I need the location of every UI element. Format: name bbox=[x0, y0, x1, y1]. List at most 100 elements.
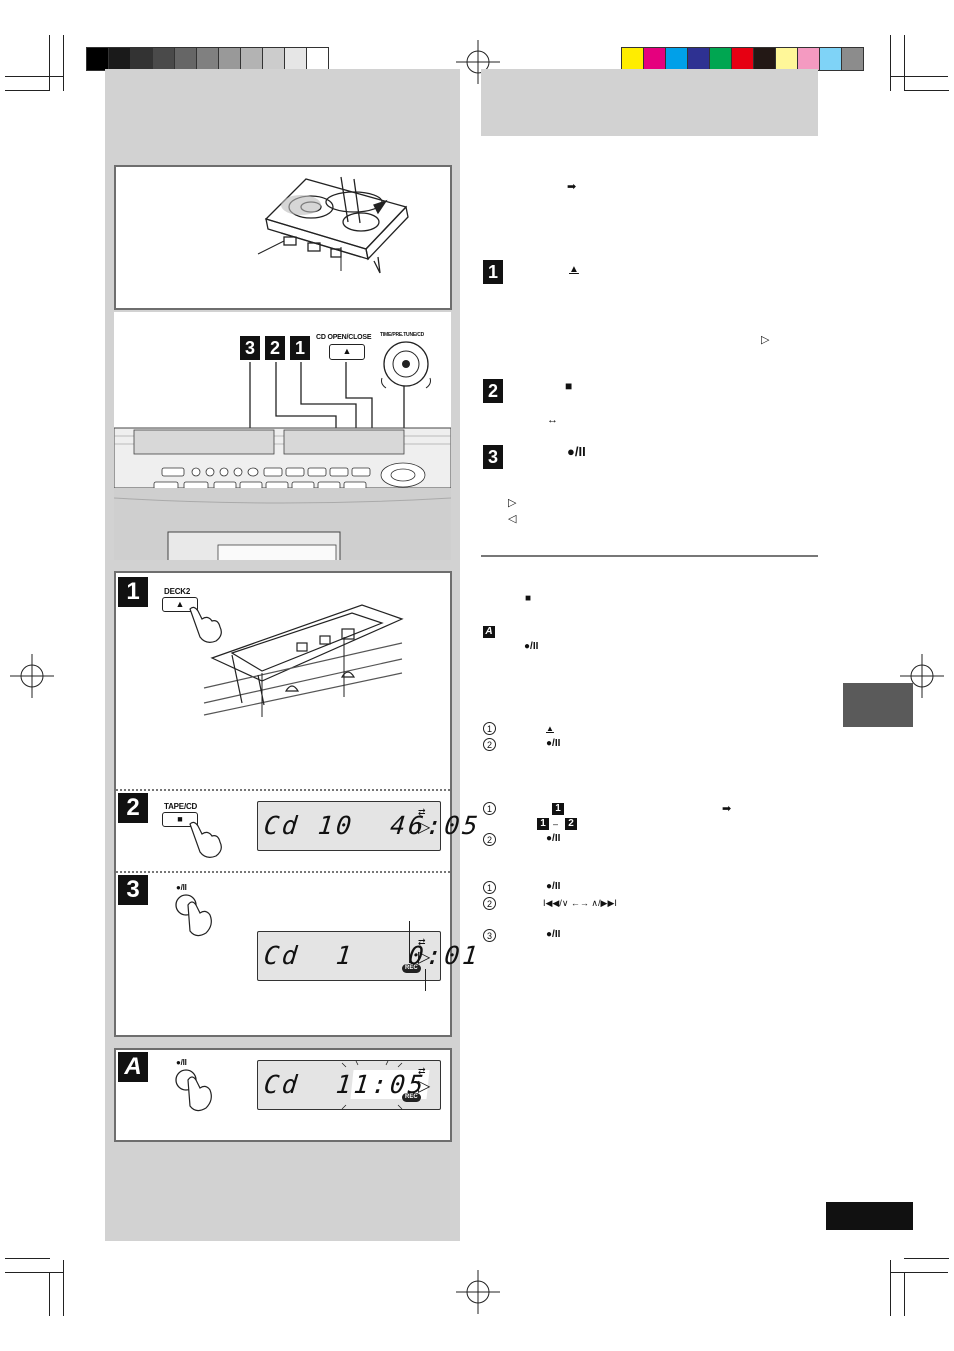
deck2-eject-button[interactable]: ▲ bbox=[162, 597, 198, 612]
step-badge-1: 1 bbox=[290, 336, 310, 360]
tape-cd-label: TAPE/CD bbox=[164, 802, 198, 811]
crop-mark bbox=[63, 1260, 64, 1316]
lcd-display-step-a: Cd 1 1:05 ⇄ REC ▷ bbox=[257, 1060, 441, 1110]
crop-mark bbox=[890, 35, 891, 91]
time-preset-label: TIME/PRE.TUNE/CD bbox=[380, 332, 425, 338]
unit-illustration bbox=[114, 362, 451, 560]
crop-mark bbox=[904, 1258, 949, 1259]
lcd-display-step2: Cd 10 46:05 ⇄ ▷ bbox=[257, 801, 482, 851]
circled-number-2: 2 bbox=[483, 738, 496, 751]
circled-number-1: 1 bbox=[483, 722, 496, 735]
color-swatch bbox=[688, 48, 710, 70]
circled-number-1: 1 bbox=[483, 802, 496, 815]
rec-badge: REC bbox=[402, 964, 421, 973]
registration-mark-bottom bbox=[456, 1270, 500, 1314]
tape-direction-icon: ⇄ bbox=[418, 807, 426, 817]
color-swatch bbox=[131, 48, 153, 70]
color-swatch bbox=[622, 48, 644, 70]
flash-rays bbox=[341, 1061, 403, 1110]
arrow-right-icon: ➡ bbox=[722, 803, 732, 815]
steps-panel: 1 DECK2 ▲ 2 TAPE/CD ■ Cd 10 46:05 ⇄ ▷ 3 … bbox=[114, 571, 482, 1037]
color-swatch bbox=[109, 48, 131, 70]
step-badge-1: 1 bbox=[537, 818, 549, 830]
play-indicator-icon: ▷ bbox=[418, 949, 431, 966]
color-swatch bbox=[241, 48, 263, 70]
circled-number-1: 1 bbox=[483, 881, 496, 894]
crop-mark bbox=[904, 1272, 905, 1316]
color-swatch bbox=[197, 48, 219, 70]
double-arrow-icon: ↔ bbox=[547, 414, 558, 426]
crop-mark bbox=[890, 1272, 948, 1273]
step-badge-2: 2 bbox=[118, 793, 148, 823]
registration-mark-right bbox=[900, 654, 944, 698]
color-swatch bbox=[153, 48, 175, 70]
deck-illustration bbox=[203, 604, 404, 717]
step-badge-1: 1 bbox=[118, 577, 148, 607]
rec-badge: REC bbox=[402, 1093, 421, 1102]
step-divider bbox=[116, 871, 450, 873]
eject-icon: ▲ bbox=[569, 264, 579, 275]
color-swatch bbox=[842, 48, 863, 70]
section-tab bbox=[843, 683, 913, 727]
crop-mark bbox=[63, 35, 64, 91]
unit-panel: 3 2 1 CD OPEN/CLOSE ▲ TIME/PRE.TUNE/CD bbox=[114, 312, 451, 560]
crop-mark bbox=[5, 90, 50, 91]
step-badge-1: 1 bbox=[483, 260, 503, 284]
arrow-right-icon: ➡ bbox=[567, 181, 577, 193]
callout-line bbox=[425, 969, 426, 991]
step-badge-a: A bbox=[118, 1052, 148, 1082]
tape-direction-icon: ⇄ bbox=[418, 937, 426, 947]
reverse-triangle-icon: ◁ bbox=[508, 513, 517, 525]
rec-pause-label: ●/II bbox=[176, 1058, 187, 1067]
callout-line bbox=[409, 921, 410, 963]
jog-dial[interactable] bbox=[376, 334, 436, 394]
step-divider bbox=[116, 789, 450, 791]
crop-mark bbox=[5, 76, 63, 77]
deck2-label: DECK2 bbox=[164, 587, 191, 596]
color-swatch bbox=[285, 48, 307, 70]
color-swatch bbox=[263, 48, 285, 70]
color-bar bbox=[621, 47, 864, 71]
stop-icon: ■ bbox=[525, 593, 532, 604]
play-indicator-icon: ▷ bbox=[418, 1078, 431, 1095]
step-badge-2: 2 bbox=[265, 336, 285, 360]
crop-mark bbox=[49, 35, 50, 90]
color-swatch bbox=[307, 48, 328, 70]
rec-pause-icon: ●/II bbox=[546, 833, 561, 844]
skip-buttons-icon: I◀◀/∨ ←→ ∧/▶▶I bbox=[543, 898, 617, 908]
play-triangle-icon: ▷ bbox=[761, 334, 770, 346]
rec-pause-icon: ●/II bbox=[524, 641, 539, 652]
rec-pause-icon: ●/II bbox=[567, 444, 586, 459]
step-badge-1: 1 bbox=[552, 803, 564, 815]
step-badge-3: 3 bbox=[240, 336, 260, 360]
crop-mark bbox=[49, 1272, 50, 1316]
rec-pause-label: ●/II bbox=[176, 883, 187, 892]
color-swatch bbox=[219, 48, 241, 70]
crop-mark bbox=[890, 1260, 891, 1316]
registration-mark-left bbox=[10, 654, 54, 698]
page-number-box bbox=[826, 1202, 913, 1230]
rec-pause-button[interactable] bbox=[168, 1066, 218, 1116]
color-swatch bbox=[820, 48, 842, 70]
cd-open-close-button[interactable]: ▲ bbox=[329, 344, 365, 360]
crop-mark bbox=[904, 35, 905, 90]
cd-open-close-label: CD OPEN/CLOSE bbox=[316, 334, 372, 341]
tape-cd-stop-button[interactable]: ■ bbox=[162, 812, 198, 827]
color-swatch bbox=[644, 48, 666, 70]
separator: – bbox=[553, 819, 559, 829]
circled-number-3: 3 bbox=[483, 929, 496, 942]
rec-pause-button[interactable] bbox=[168, 891, 218, 941]
color-swatch bbox=[776, 48, 798, 70]
cassette-panel bbox=[114, 165, 452, 310]
eject-icon: ▲ bbox=[546, 724, 554, 733]
grayscale-bar bbox=[86, 47, 329, 71]
crop-mark bbox=[5, 1272, 63, 1273]
stop-icon: ■ bbox=[565, 379, 573, 393]
lcd-readout: Cd 1 0:01 bbox=[262, 941, 483, 970]
crop-mark bbox=[890, 76, 948, 77]
step-a-panel: A ●/II Cd 1 1:05 ⇄ REC ▷ bbox=[114, 1048, 452, 1142]
color-swatch bbox=[798, 48, 820, 70]
crop-mark bbox=[904, 90, 949, 91]
color-swatch bbox=[754, 48, 776, 70]
cassette-illustration bbox=[257, 176, 409, 274]
